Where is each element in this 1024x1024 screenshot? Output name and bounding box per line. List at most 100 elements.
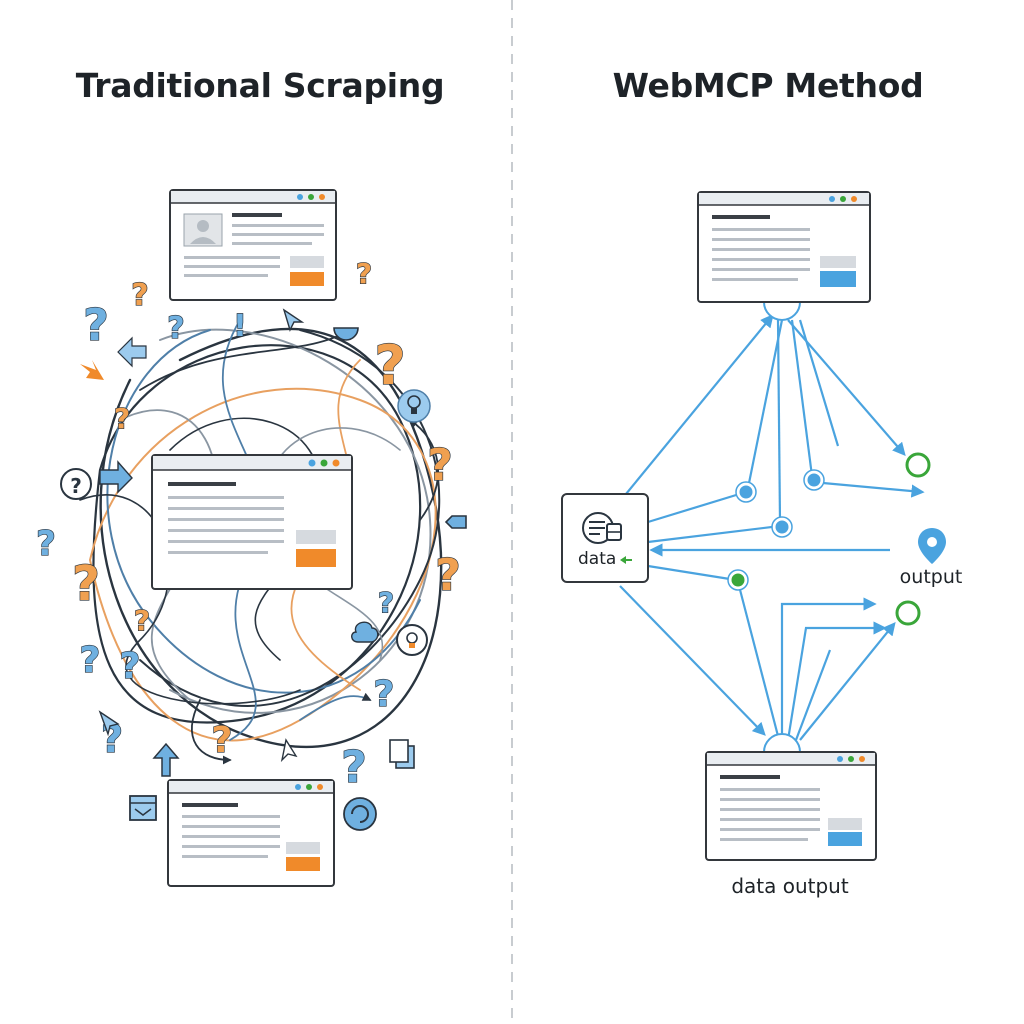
browser-window-center [151,454,353,590]
question-mark-icon: ? [134,604,150,637]
orange-button-block [286,857,320,871]
tangle-path [89,387,437,742]
bowl-icon [333,327,359,341]
flow-arrow [776,319,782,523]
traditional-scraping-title: Traditional Scraping [75,66,445,105]
connector-semicircle-bottom [763,733,801,753]
question-mark-icon: ? [167,311,184,346]
database-list-icon [582,512,622,544]
flow-arrow [647,524,781,544]
tangle-path [79,494,301,705]
question-mark-icon: ! [233,309,247,344]
junction-node [772,517,792,537]
flow-arrow [798,319,840,447]
window-dot [837,756,843,762]
lightbulb-badge-icon [397,389,431,423]
junction-node [736,482,756,502]
blue-button-block [820,271,856,287]
flow-arrow [790,319,814,477]
question-mark-icon: ? [341,742,367,793]
data-source-label: data [578,549,617,569]
question-mark-icon: ? [212,720,233,761]
question-mark-icon: ? [374,334,405,397]
calendar-icon [129,795,157,821]
tangle-path [299,692,372,721]
junction-node-green [728,570,748,590]
flow-arrow [647,564,737,582]
blue-button-block [828,832,862,846]
window-dot [308,194,314,200]
junction-nodes [727,452,931,626]
window-dot [332,459,340,467]
junction-node [771,516,793,538]
flow-arrows [619,313,925,741]
window-dot [829,196,835,202]
question-mark-icon: ? [36,524,56,564]
window-dot [859,756,865,762]
tangle-path [92,344,422,724]
location-pin-icon [918,528,946,564]
window-dot [295,784,301,790]
window-dot [317,784,323,790]
right-arrow-icon [99,460,133,494]
output-label: output [899,566,963,588]
window-dot [840,196,846,202]
flow-arrow [736,581,780,737]
question-mark-icon: ? [131,278,148,313]
cursor-arrow-icon [282,308,305,332]
svg-text:?: ? [70,474,82,498]
flow-arrow [619,585,766,736]
document-stack-icon [389,739,415,769]
webmcp-method-panel [561,191,946,861]
question-mark-icon: ? [427,440,453,491]
data-source-node [561,493,649,583]
question-mark-icon: ? [356,257,372,290]
browser-window-destination [705,751,877,861]
flow-arrow [625,313,774,495]
tangle-path [159,328,432,714]
tangle-path [408,419,440,521]
data-output-label: data output [731,874,849,898]
tangle-path [139,329,441,707]
question-mark-icon: ? [374,674,395,715]
flow-arrow [647,490,747,524]
flow-arrow [799,621,896,741]
tangle-path [139,329,352,391]
browser-window-top [169,189,337,301]
question-mark-icon: ? [120,646,141,687]
tangle-path [191,699,232,765]
tag-icon [444,515,467,529]
question-mark-icon: ? [378,586,394,619]
flow-arrow [786,621,887,741]
window-dot [848,756,854,762]
question-marks: ? ? ? ? ? ? ? ? ? ? ? ? ? ? ? ? ? ? ! [35,256,461,793]
junction-node [803,469,825,491]
window-dot [306,784,312,790]
orange-button-block [296,549,336,567]
help-circle-icon: ? [60,468,92,500]
flow-arrow [746,319,784,489]
window-dot [308,459,316,467]
junction-node [735,481,757,503]
idea-settings-icon [396,624,428,656]
output-ring-node [895,600,921,626]
window-dot [851,196,857,202]
question-mark-icon: ? [114,402,130,435]
cursor-arrow-icon [280,738,298,763]
connector-semicircle-top [763,301,801,321]
left-arrow-icon [117,336,147,368]
window-dot [319,194,325,200]
flow-arrow [780,597,877,740]
flow-arrow [811,480,925,498]
scatter-icons: ? [60,308,467,831]
traditional-scraping-panel: ? ? ? ? ? ? ? ? ? ? ? ? ? ? ? ? ? ? ! ? [35,189,467,887]
orange-button-block [290,272,324,286]
question-mark-icon: ? [83,300,109,351]
tangle-path [99,327,443,748]
flow-arrow [794,649,832,741]
browser-window-source [697,191,871,303]
question-mark-icon: ? [80,640,101,681]
tangle-path [106,329,421,694]
blob-icon [351,621,379,643]
